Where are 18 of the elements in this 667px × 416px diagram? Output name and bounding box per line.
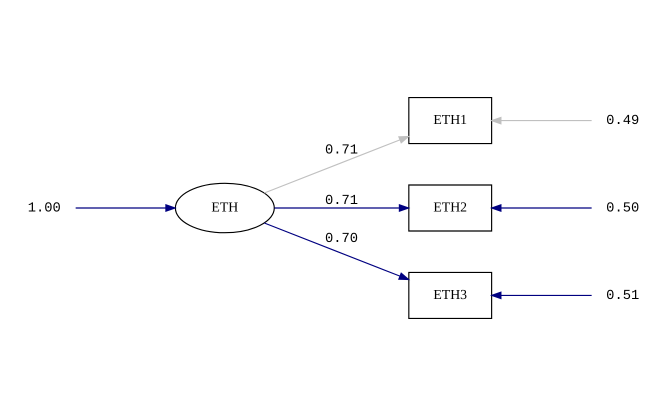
arrow <box>490 204 592 212</box>
edge-label: 0.70 <box>325 232 358 248</box>
edge-label: 0.71 <box>325 143 358 158</box>
node-box: ETH1 <box>408 97 492 144</box>
node-text: 0.51 <box>606 288 640 304</box>
arrow <box>264 136 410 194</box>
node-text: 0.49 <box>606 114 640 130</box>
edge-label: 0.71 <box>325 194 358 210</box>
arrow <box>490 291 592 300</box>
node-box: ETH2 <box>408 184 492 232</box>
arrow <box>76 204 177 212</box>
node-ellipse: ETH <box>174 182 275 234</box>
node-box: ETH3 <box>408 272 492 319</box>
arrow <box>264 222 410 280</box>
node-text: 1.00 <box>28 202 61 217</box>
arrow <box>274 204 410 212</box>
arrow <box>490 116 592 125</box>
node-text: 0.50 <box>606 202 640 217</box>
